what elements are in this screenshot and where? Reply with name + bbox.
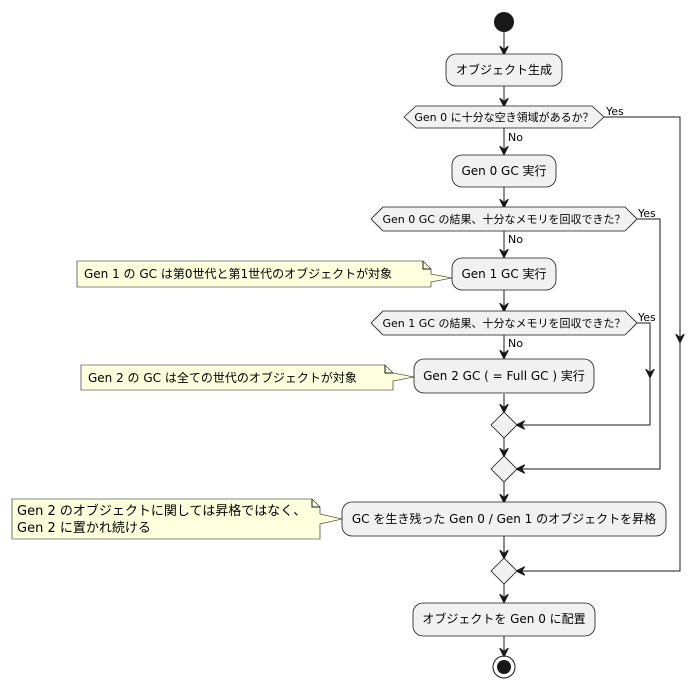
end-node-inner: [497, 660, 511, 674]
note-promote-text-line1: Gen 2 のオブジェクトに関しては昇格ではなく、: [17, 503, 306, 519]
merge-node-1: [490, 411, 518, 439]
end-node-outer: [492, 655, 516, 679]
note-promote-text-line2: Gen 2 に置かれ続ける: [17, 521, 151, 536]
activity-gen1-gc: [451, 257, 557, 291]
note-gen2: [80, 364, 415, 391]
note-promote-fold: [311, 499, 320, 508]
merge-node-2: [490, 455, 518, 483]
activity-promote-label: GC を生き残った Gen 0 / Gen 1 のオブジェクトを昇格: [352, 511, 656, 526]
activity-gen0-gc-label: Gen 0 GC 実行: [461, 163, 546, 178]
activity-place-object: [412, 602, 596, 637]
decision-gen1-result-no-label: No: [508, 337, 523, 350]
start-node: [494, 12, 514, 32]
activity-create-object-label: オブジェクト生成: [456, 62, 552, 77]
edge-decision1-yes: [517, 218, 661, 469]
note-gen1-fold: [422, 261, 431, 270]
note-gen1: [76, 260, 453, 288]
note-gen1-text: Gen 1 の GC は第0世代と第1世代のオブジェクトが対象: [84, 266, 392, 281]
merge-node-3: [490, 557, 518, 585]
decision-gen0-result-yes-label: Yes: [637, 207, 656, 220]
activity-create-object: [445, 53, 563, 87]
decision-gen0-result-label: Gen 0 GC の結果、十分なメモリを回収できた？: [383, 212, 626, 226]
decision-gen0-space-label: Gen 0 に十分な空き領域があるか？: [414, 110, 593, 124]
note-gen2-text: Gen 2 の GC は全ての世代のオブジェクトが対象: [88, 370, 357, 385]
activity-gen0-gc: [451, 154, 557, 188]
decision-gen1-result: [370, 310, 638, 336]
note-gen2-fold: [384, 365, 393, 374]
activity-gen1-gc-label: Gen 1 GC 実行: [461, 266, 546, 281]
decision-gen1-result-label: Gen 1 GC の結果、十分なメモリを回収できた？: [383, 316, 626, 330]
decision-gen0-no-label: No: [508, 131, 523, 144]
edge-decision0-yes: [517, 116, 681, 571]
decision-gen1-result-yes-label: Yes: [637, 311, 656, 324]
decision-gen0-yes-label: Yes: [605, 105, 624, 118]
decision-gen0-result-no-label: No: [508, 233, 523, 246]
activity-gen2-gc: [413, 358, 595, 394]
note-promote: [11, 498, 343, 540]
decision-gen0-space: [403, 105, 605, 129]
activity-gen2-gc-label: Gen 2 GC ( = Full GC ) 実行: [423, 368, 585, 383]
decision-gen0-result: [370, 206, 638, 232]
activity-place-object-label: オブジェクトを Gen 0 に配置: [422, 611, 585, 626]
